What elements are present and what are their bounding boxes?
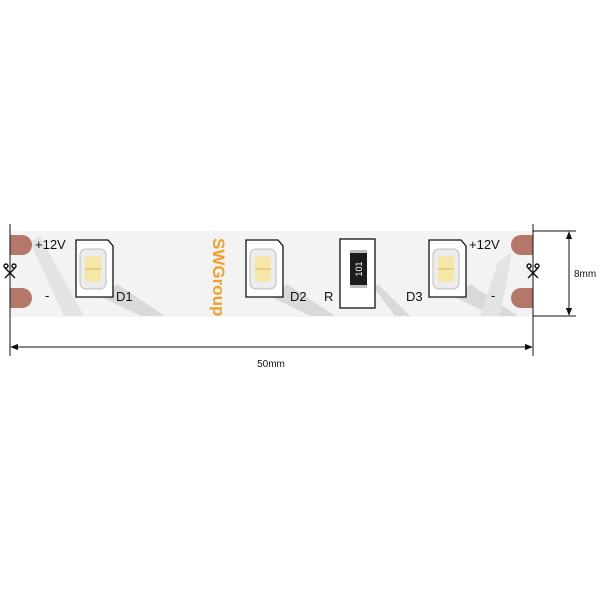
label-minus-left: - xyxy=(45,288,49,303)
led-shadow-d1 xyxy=(103,284,165,316)
resistor-shadow xyxy=(374,284,410,316)
led-shadow-d2 xyxy=(273,284,335,316)
cut-mark-icon xyxy=(3,263,17,279)
solder-pad-right-top xyxy=(511,235,533,255)
led-icon xyxy=(245,239,284,298)
solder-pad-left-bottom xyxy=(10,288,32,308)
led-icon xyxy=(428,239,467,298)
label-plus-right: +12V xyxy=(469,237,500,252)
solder-pad-right-bottom xyxy=(511,288,533,308)
width-dimension-label: 8mm xyxy=(574,269,596,280)
length-dimension-label: 50mm xyxy=(257,359,285,370)
label-d2: D2 xyxy=(290,289,307,304)
resistor-icon: 101 xyxy=(339,238,376,309)
solder-pad-left-top xyxy=(10,235,32,255)
pad-shadow-left xyxy=(30,236,84,316)
label-d1: D1 xyxy=(116,289,133,304)
label-r: R xyxy=(324,289,333,304)
cut-mark-icon xyxy=(526,263,540,279)
brand-logo: SWGroup xyxy=(209,238,228,316)
led-icon xyxy=(75,239,114,298)
label-plus-left: +12V xyxy=(35,237,66,252)
pad-shadow-right xyxy=(480,252,512,316)
label-minus-right: - xyxy=(491,288,495,303)
resistor-code: 101 xyxy=(354,261,364,276)
label-d3: D3 xyxy=(406,289,423,304)
